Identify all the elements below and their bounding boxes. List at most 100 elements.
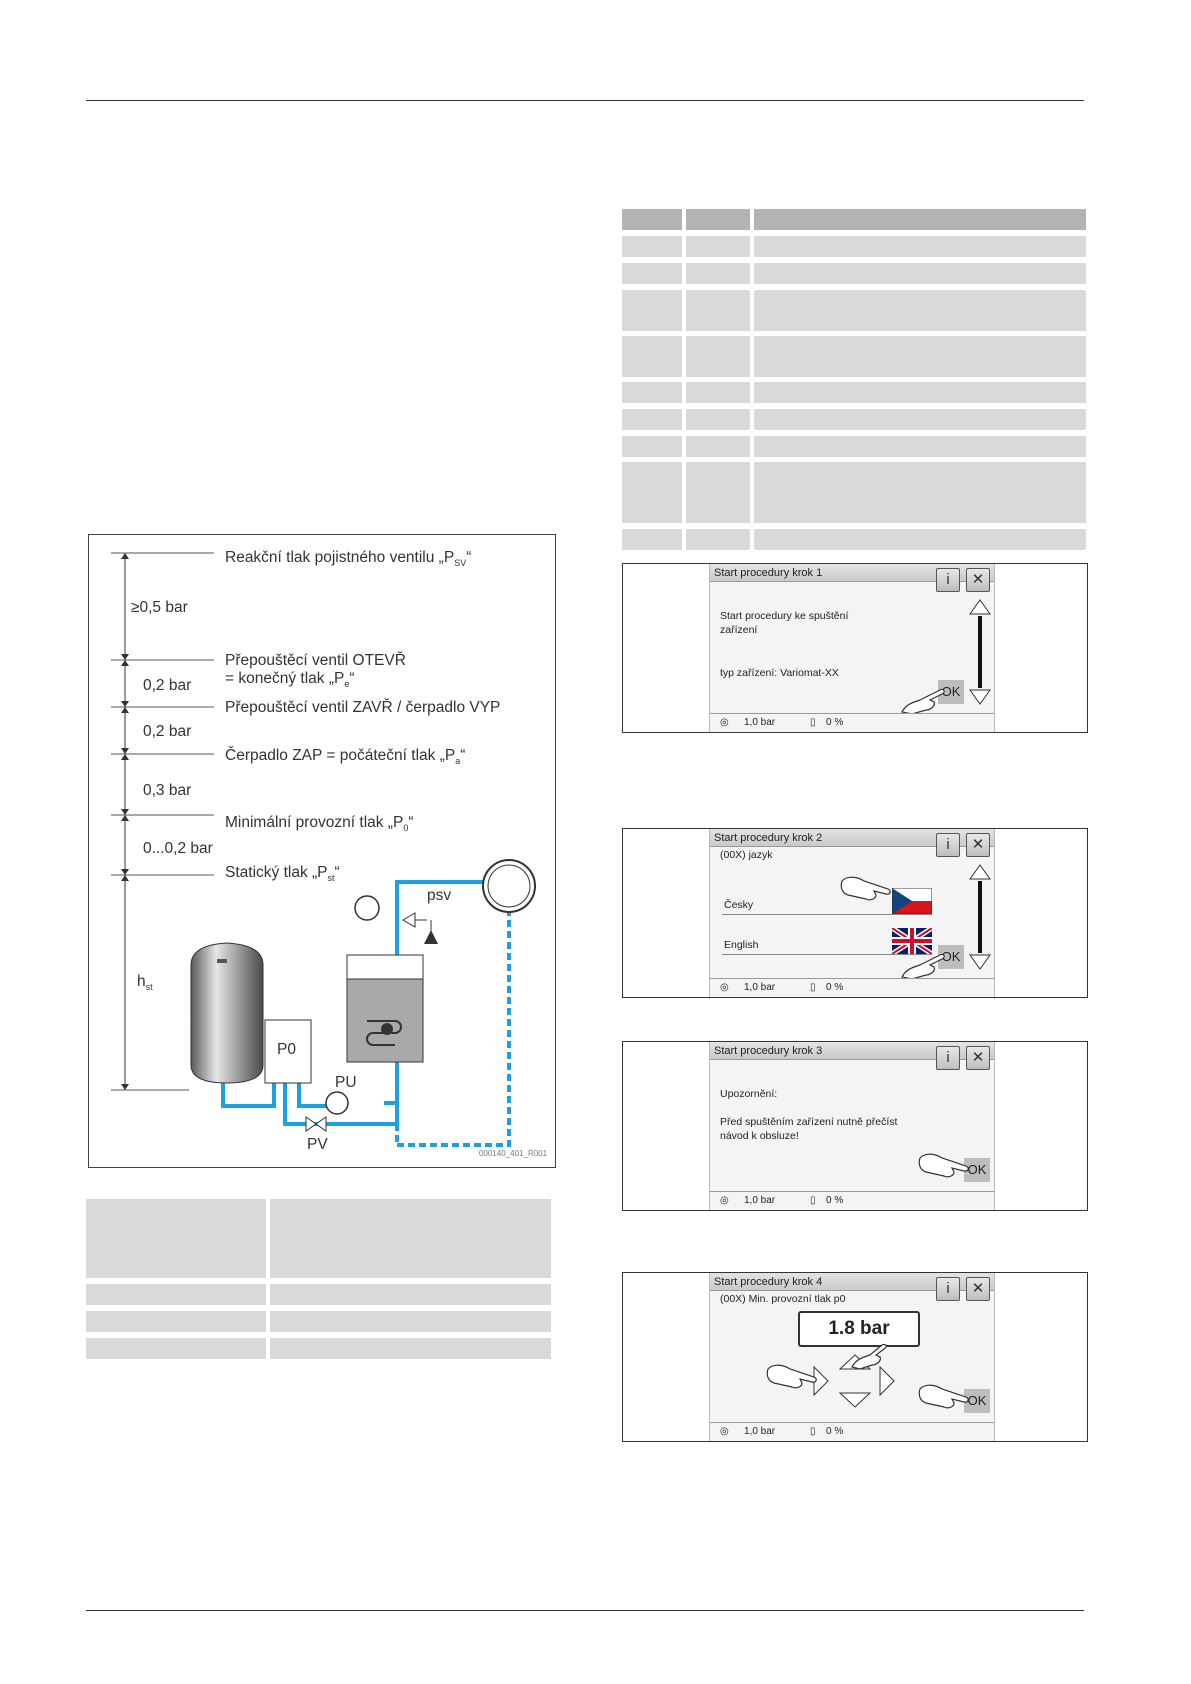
divider [722, 954, 932, 955]
status-level: 0 % [826, 1195, 844, 1206]
label-pu: PU [335, 1074, 357, 1091]
table-row [622, 409, 1086, 430]
touch-screen-1: Start procedury krok 1 i ✕ Start procedu… [709, 564, 995, 732]
close-button[interactable]: ✕ [966, 1277, 990, 1301]
status-level: 0 % [826, 1426, 844, 1437]
ok-button[interactable]: OK [938, 680, 964, 704]
status-bar: ◎ 1,0 bar ▯ 0 % [710, 978, 994, 997]
label-delta-2: 0,2 bar [143, 677, 192, 694]
info-button[interactable]: i [936, 1046, 960, 1070]
header-rule [86, 100, 1084, 101]
gauge-icon: ◎ [720, 1426, 729, 1437]
language-option-czech[interactable]: Česky [724, 899, 754, 911]
screen-frame-2: Start procedury krok 2 i ✕ (00X) jazyk Č… [622, 828, 1088, 998]
screen-subtitle: (00X) jazyk [720, 849, 773, 861]
screen-frame-4: Start procedury krok 4 i ✕ (00X) Min. pr… [622, 1272, 1088, 1442]
label-pump-on: Čerpadlo ZAP = počáteční tlak „Pa“ [225, 747, 466, 767]
table-row [86, 1311, 551, 1332]
figure-code: 000140_401_R001 [479, 1149, 548, 1158]
status-bar: ◎ 1,0 bar ▯ 0 % [710, 1422, 994, 1441]
gauge-icon: ◎ [720, 1195, 729, 1206]
label-psv: psv [427, 887, 452, 904]
status-pressure: 1,0 bar [744, 717, 776, 728]
screen-title: Start procedury krok 3 [710, 1042, 994, 1060]
ok-button[interactable]: OK [964, 1158, 990, 1182]
info-button[interactable]: i [936, 833, 960, 857]
pointing-hand-icon [901, 688, 945, 715]
language-option-english[interactable]: English [724, 939, 759, 951]
label-hst: hst [137, 973, 153, 993]
pointing-hand-icon [851, 1343, 887, 1370]
label-delta-1: ≥0,5 bar [131, 599, 188, 616]
scroll-bar[interactable] [968, 863, 992, 973]
warning-text: návod k obsluze! [720, 1130, 799, 1142]
screen-title: Start procedury krok 4 [710, 1273, 994, 1291]
label-static-pressure: Statický tlak „Pst“ [225, 864, 340, 884]
pointing-hand-icon [918, 1153, 969, 1178]
screen-subtitle: (00X) Min. provozní tlak p0 [720, 1293, 846, 1305]
scroll-bar[interactable] [968, 598, 992, 708]
touch-screen-4: Start procedury krok 4 i ✕ (00X) Min. pr… [709, 1273, 995, 1441]
table-row [622, 336, 1086, 377]
label-pv: PV [307, 1136, 328, 1153]
table-row [622, 462, 1086, 523]
status-level: 0 % [826, 982, 844, 993]
table-row [622, 263, 1086, 284]
table-row [622, 382, 1086, 403]
table-row [86, 1199, 551, 1278]
touch-screen-3: Start procedury krok 3 i ✕ Upozornění: P… [709, 1042, 995, 1210]
level-icon: ▯ [810, 717, 816, 728]
label-delta-3: 0,2 bar [143, 723, 192, 740]
ok-button[interactable]: OK [938, 945, 964, 969]
pointing-hand-icon [766, 1364, 817, 1389]
diagram-drawing [111, 552, 536, 1147]
touch-screen-2: Start procedury krok 2 i ✕ (00X) jazyk Č… [709, 829, 995, 997]
ok-button[interactable]: OK [964, 1389, 990, 1413]
pressure-diagram: Reakční tlak pojistného ventilu „PSV“ ≥0… [88, 534, 556, 1168]
screen-text: Start procedury ke spuštění [720, 610, 849, 622]
status-pressure: 1,0 bar [744, 982, 776, 993]
screen-title: Start procedury krok 1 [710, 564, 994, 582]
screen-frame-3: Start procedury krok 3 i ✕ Upozornění: P… [622, 1041, 1088, 1211]
status-bar: ◎ 1,0 bar ▯ 0 % [710, 713, 994, 732]
value-display[interactable]: 1.8 bar [798, 1311, 920, 1347]
label-open-valve: Přepouštěcí ventil OTEVŘ [225, 652, 406, 669]
info-button[interactable]: i [936, 1277, 960, 1301]
divider [722, 914, 932, 915]
table-row [622, 236, 1086, 257]
arrow-keypad[interactable] [800, 1349, 910, 1409]
status-level: 0 % [826, 717, 844, 728]
gauge-icon: ◎ [720, 982, 729, 993]
table-row [622, 529, 1086, 550]
screen-frame-1: Start procedury krok 1 i ✕ Start procedu… [622, 563, 1088, 733]
label-min-pressure: Minimální provozní tlak „P0“ [225, 814, 414, 834]
status-bar: ◎ 1,0 bar ▯ 0 % [710, 1191, 994, 1210]
screen-text: zařízení [720, 624, 758, 636]
label-delta-4: 0,3 bar [143, 782, 192, 799]
footer-rule [86, 1610, 1084, 1611]
label-final-pressure: = konečný tlak „Pe“ [225, 670, 355, 690]
table-row [86, 1338, 551, 1359]
close-button[interactable]: ✕ [966, 568, 990, 592]
label-psv-reaction: Reakční tlak pojistného ventilu „PSV“ [225, 549, 472, 569]
close-button[interactable]: ✕ [966, 1046, 990, 1070]
screen-text: typ zařízení: Variomat-XX [720, 667, 839, 679]
level-icon: ▯ [810, 1195, 816, 1206]
table-header-row [622, 209, 1086, 230]
pointing-hand-icon [918, 1384, 969, 1409]
table-row [622, 436, 1086, 457]
screen-title: Start procedury krok 2 [710, 829, 994, 847]
label-close-valve: Přepouštěcí ventil ZAVŘ / čerpadlo VYP [225, 699, 501, 716]
level-icon: ▯ [810, 1426, 816, 1437]
czech-flag-icon[interactable] [892, 888, 932, 914]
pointing-hand-icon [840, 876, 891, 901]
status-pressure: 1,0 bar [744, 1426, 776, 1437]
level-icon: ▯ [810, 982, 816, 993]
close-button[interactable]: ✕ [966, 833, 990, 857]
warning-heading: Upozornění: [720, 1088, 778, 1100]
warning-text: Před spuštěním zařízení nutně přečíst [720, 1116, 898, 1128]
info-button[interactable]: i [936, 568, 960, 592]
gauge-icon: ◎ [720, 717, 729, 728]
uk-flag-icon[interactable] [892, 928, 932, 954]
pointing-hand-icon [901, 953, 945, 980]
